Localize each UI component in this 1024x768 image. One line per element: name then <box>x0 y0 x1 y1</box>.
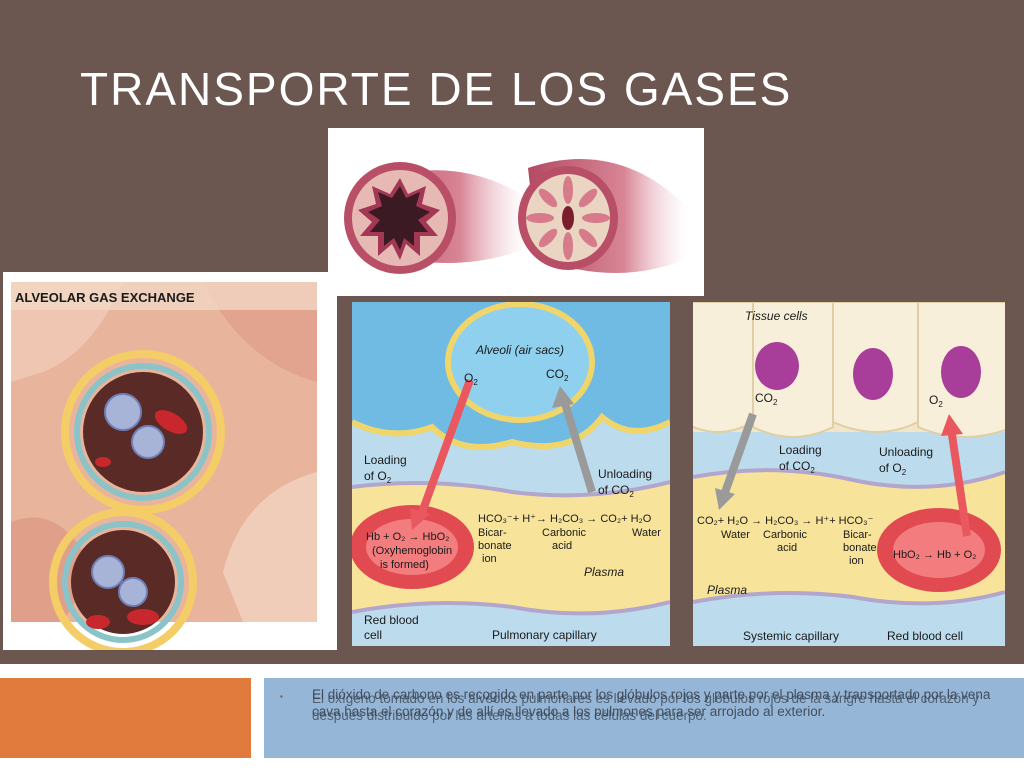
bicarbonate-label-1: Bicar- <box>478 527 507 539</box>
oxyhemoglobin-note-2: is formed) <box>380 559 429 571</box>
carbonic-label-2: acid <box>552 540 572 552</box>
bullet-icon: ▪ <box>280 692 283 701</box>
systemic-capillary-diagram: Tissue cells CO2 O2 Loading of CO2 Unloa… <box>693 302 1005 646</box>
sys-bicarbonate-label-2: bonate <box>843 542 877 554</box>
sys-bicarbonate-label-1: Bicar- <box>843 529 872 541</box>
sys-unloading-sub: 2 <box>902 468 907 477</box>
sys-carbonic-label-2: acid <box>777 542 797 554</box>
blood-vessels-image <box>328 128 704 296</box>
red-blood-label: Red blood <box>364 613 419 627</box>
carbonic-label-1: Carbonic <box>542 527 587 539</box>
alveolar-header: ALVEOLAR GAS EXCHANGE <box>15 290 195 305</box>
sys-plasma-label: Plasma <box>707 583 747 597</box>
pulmonary-equation: HCO₃⁻+ H⁺→ H₂CO₃ → CO₂+ H₂O <box>478 513 652 525</box>
sys-loading-of-label: of CO <box>779 459 810 473</box>
footer-text-co2: El dióxido de carbono es recogido en par… <box>312 687 991 719</box>
svg-text:of CO2: of CO2 <box>598 483 634 499</box>
footer-text-panel <box>264 678 1024 758</box>
sys-o2-sub: 2 <box>938 400 943 409</box>
svg-text:of CO2: of CO2 <box>779 459 815 475</box>
sys-loading-label: Loading <box>779 443 822 457</box>
pulmonary-capillary-diagram: Alveoli (air sacs) O2 CO2 Loading of O2 … <box>352 302 670 646</box>
bicarbonate-label-2: bonate <box>478 540 512 552</box>
systemic-rbc-equation: HbO₂ → Hb + O₂ <box>893 549 976 561</box>
footer-text-o2: El oxígeno tomado en los alvéolos pulmon… <box>312 691 980 723</box>
sys-red-blood-cell-label: Red blood cell <box>887 629 963 643</box>
systemic-capillary-label: Systemic capillary <box>743 629 839 643</box>
svg-text:O2: O2 <box>929 393 943 409</box>
pulmonary-rbc-equation: Hb + O₂ → HbO₂ <box>366 531 449 543</box>
cell-label: cell <box>364 628 382 642</box>
loading-of-label: of O <box>364 469 387 483</box>
svg-text:of O2: of O2 <box>364 469 392 485</box>
bicarbonate-label-3: ion <box>482 553 497 565</box>
sys-unloading-of-label: of O <box>879 461 902 475</box>
sys-bicarbonate-label-3: ion <box>849 555 864 567</box>
loading-label: Loading <box>364 453 407 467</box>
unloading-label: Unloading <box>598 467 652 481</box>
pulmonary-capillary-label: Pulmonary capillary <box>492 628 597 642</box>
water-label: Water <box>632 527 661 539</box>
sys-unloading-label: Unloading <box>879 445 933 459</box>
o2-label: O <box>464 371 473 385</box>
alveoli-label: Alveoli (air sacs) <box>475 343 564 357</box>
co2-sub: 2 <box>564 374 569 383</box>
systemic-equation: CO₂+ H₂O → H₂CO₃ → H⁺+ HCO₃⁻ <box>697 515 874 527</box>
sys-co2-sub: 2 <box>773 398 778 407</box>
loading-sub: 2 <box>387 476 392 485</box>
unloading-of-label: of CO <box>598 483 629 497</box>
svg-text:CO2: CO2 <box>755 391 778 407</box>
svg-text:of O2: of O2 <box>879 461 907 477</box>
alveolar-gas-exchange-image: ALVEOLAR GAS EXCHANGE <box>3 272 337 650</box>
tissue-cells-label: Tissue cells <box>745 309 808 323</box>
sys-co2-label: CO <box>755 391 773 405</box>
footer-orange-bar <box>0 678 251 758</box>
co2-label: CO <box>546 367 564 381</box>
o2-sub: 2 <box>473 378 478 387</box>
sys-loading-sub: 2 <box>810 466 815 475</box>
oxyhemoglobin-note-1: (Oxyhemoglobin <box>372 545 452 557</box>
svg-text:O2: O2 <box>464 371 478 387</box>
plasma-label: Plasma <box>584 565 624 579</box>
sys-water-label: Water <box>721 529 750 541</box>
sys-carbonic-label-1: Carbonic <box>763 529 808 541</box>
svg-text:CO2: CO2 <box>546 367 569 383</box>
slide-title: TRANSPORTE DE LOS GASES <box>80 63 793 115</box>
unloading-sub: 2 <box>629 490 634 499</box>
sys-o2-label: O <box>929 393 938 407</box>
